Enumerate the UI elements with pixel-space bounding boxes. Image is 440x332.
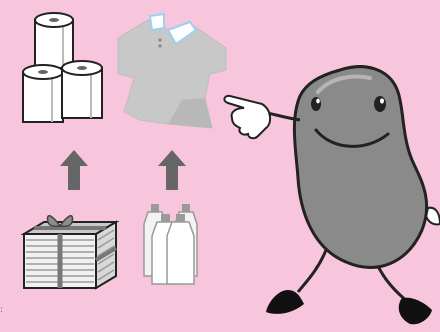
newspaper-bundle-icon bbox=[20, 215, 120, 290]
bean-body bbox=[292, 65, 429, 269]
plastic-bottles-icon bbox=[143, 204, 198, 285]
right-shoe bbox=[398, 297, 432, 325]
bean-mascot-character bbox=[223, 65, 440, 325]
bottle-front-right bbox=[166, 214, 195, 285]
edge-mark: : bbox=[0, 305, 3, 315]
left-leg bbox=[296, 249, 328, 293]
roll-bottom-right bbox=[61, 60, 103, 119]
toilet-paper-rolls-icon bbox=[22, 12, 103, 123]
polo-shirt-icon bbox=[117, 12, 227, 129]
up-arrow-left-icon bbox=[60, 150, 88, 190]
right-eye bbox=[374, 96, 386, 112]
pointing-hand-icon bbox=[223, 94, 272, 140]
roll-top bbox=[34, 12, 74, 69]
up-arrow-right-icon bbox=[158, 150, 186, 190]
roll-bottom-left bbox=[22, 64, 64, 123]
left-shoe bbox=[266, 290, 304, 314]
smile bbox=[314, 128, 390, 148]
left-eye bbox=[311, 97, 321, 111]
